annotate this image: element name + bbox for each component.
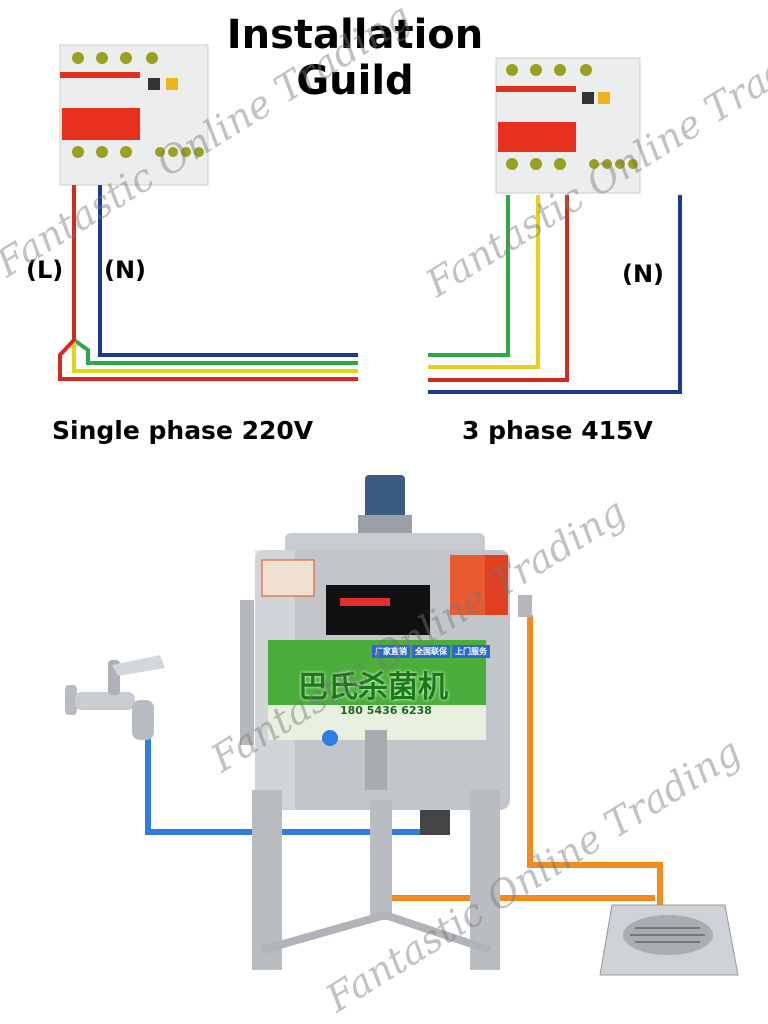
water-tap-icon bbox=[65, 655, 165, 740]
live-label: (L) bbox=[26, 256, 64, 284]
badge-3: 上门服务 bbox=[452, 645, 490, 658]
machine-name-label: 巴氏杀菌机 bbox=[298, 670, 448, 705]
badge-2: 全国联保 bbox=[412, 645, 450, 658]
breaker-three-phase bbox=[495, 57, 641, 194]
three-phase-caption: 3 phase 415V bbox=[462, 416, 653, 445]
wiring-three-phase bbox=[428, 195, 682, 394]
pasteurizer-machine bbox=[240, 475, 532, 970]
page-title: Installation Guild bbox=[226, 12, 484, 104]
wiring-single-phase bbox=[58, 185, 358, 381]
badge-1: 厂家直销 bbox=[372, 645, 410, 658]
neutral-label-left: (N) bbox=[104, 256, 147, 284]
breaker-single-phase bbox=[59, 44, 209, 186]
single-phase-caption: Single phase 220V bbox=[52, 416, 314, 445]
neutral-label-right: (N) bbox=[622, 260, 665, 288]
floor-drain-icon bbox=[599, 904, 739, 976]
hotline-number: 180 5436 6238 bbox=[340, 704, 432, 717]
drain-pipe bbox=[527, 615, 663, 915]
water-inlet-pipe bbox=[145, 738, 430, 835]
